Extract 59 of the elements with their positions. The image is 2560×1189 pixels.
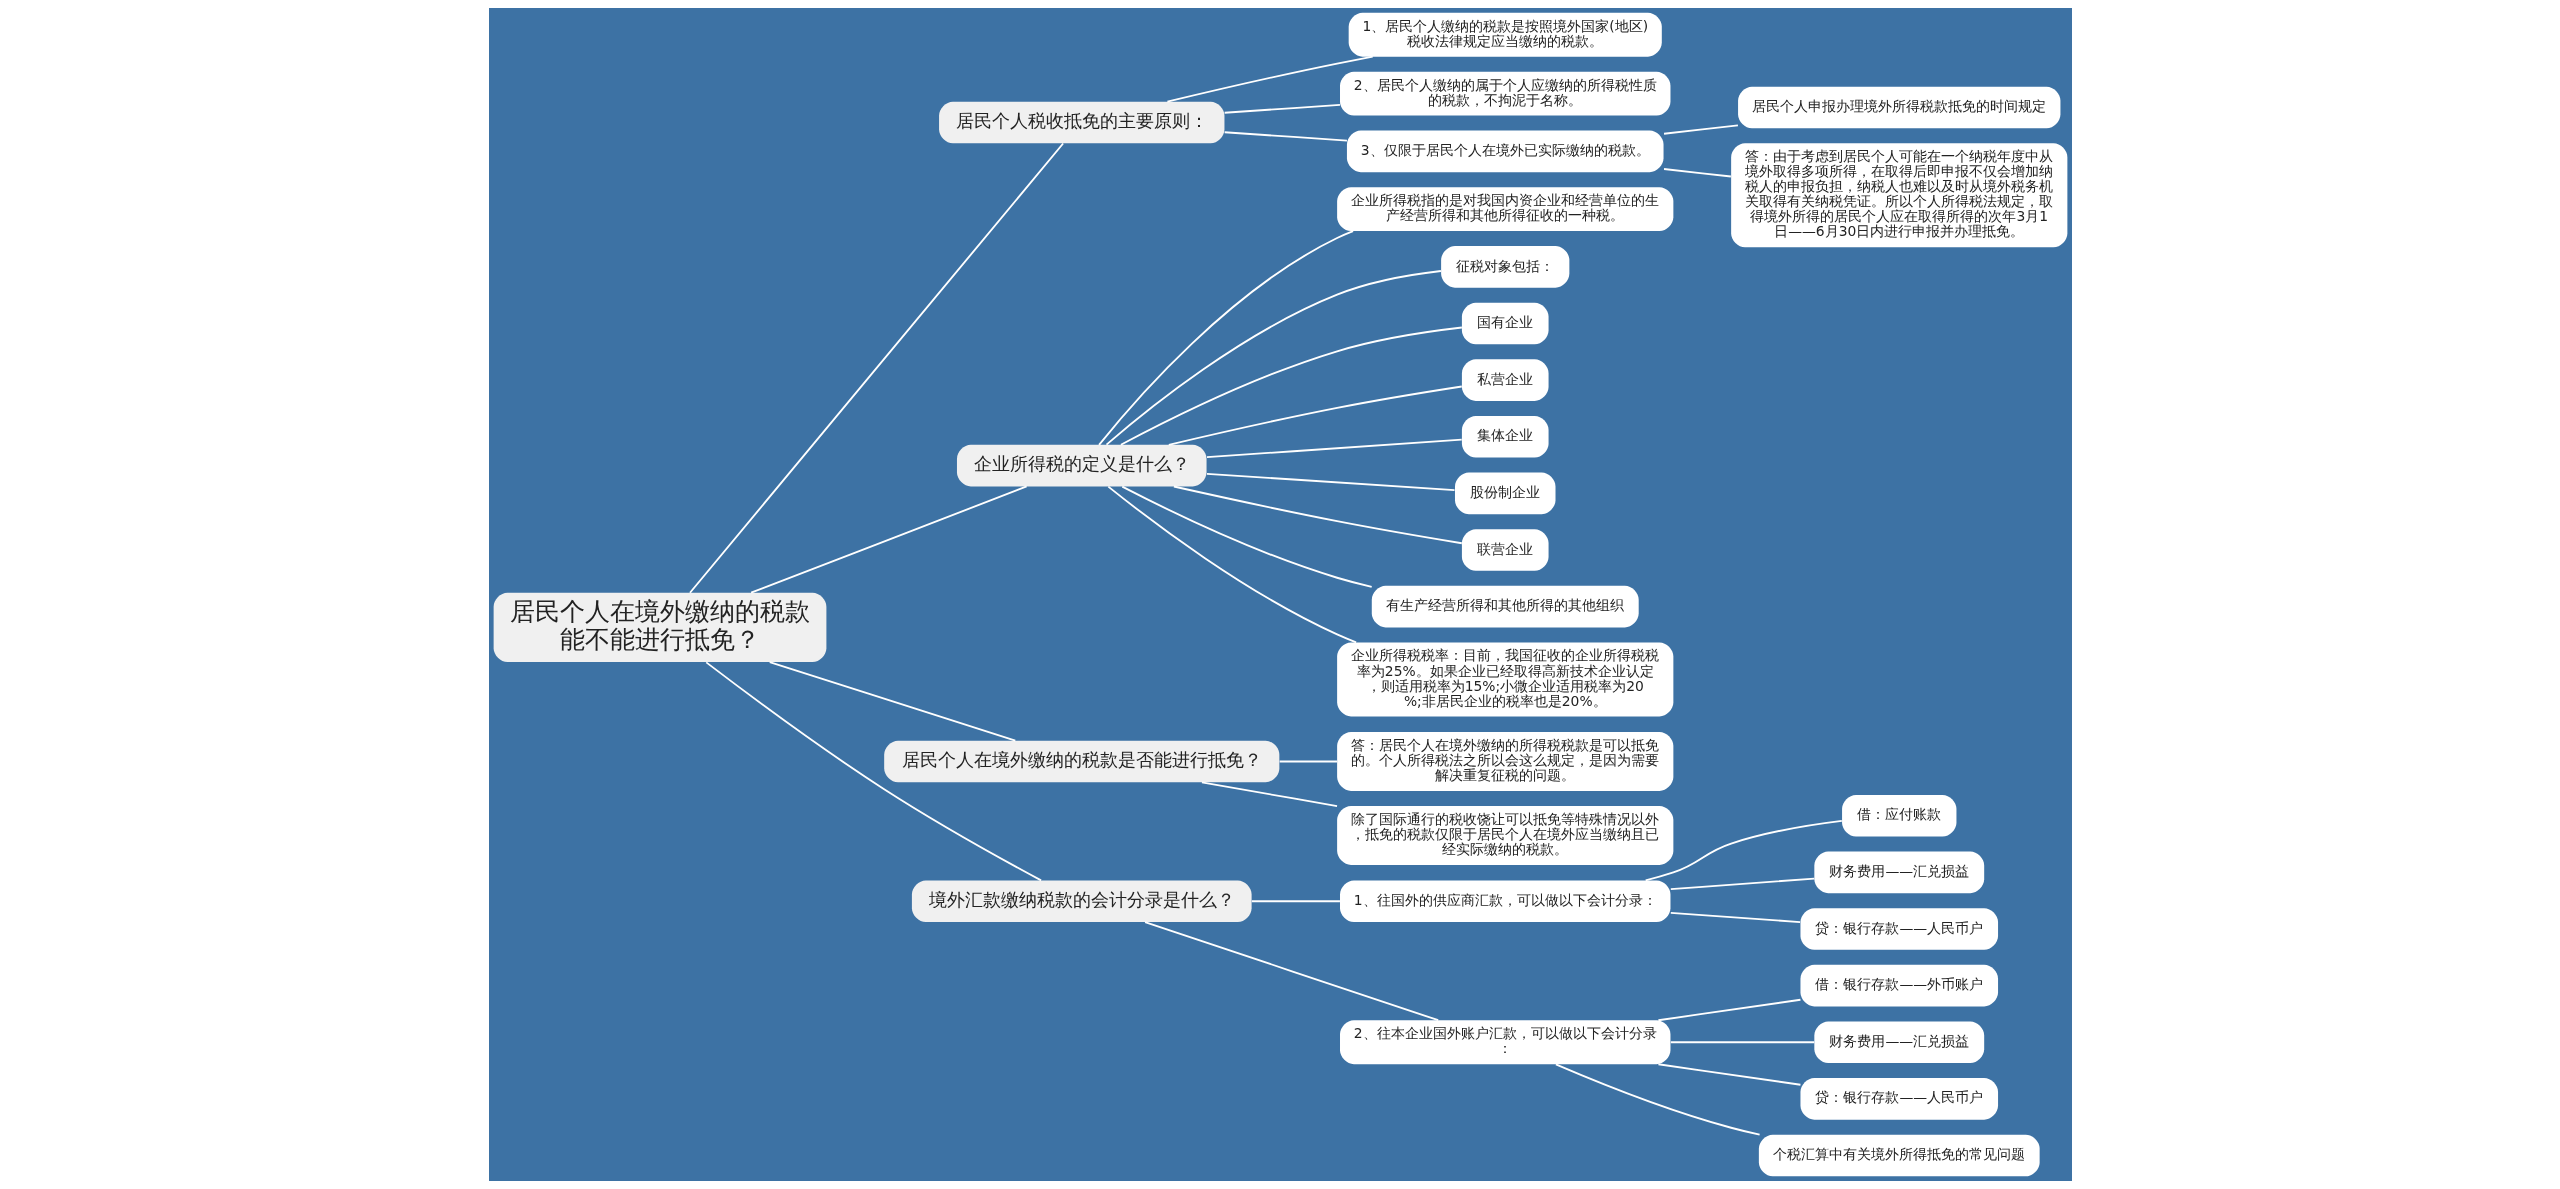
connector [1172, 485, 1463, 545]
node-box: 居民个人申报办理境外所得税款抵免的时间规定 [1737, 86, 2060, 129]
node-box: 1、居民个人缴纳的税款是按照境外国家(地区)税收法律规定应当缴纳的税款。 [1348, 12, 1662, 57]
connector [1200, 781, 1338, 807]
connector [1669, 1041, 1815, 1044]
connector [1097, 230, 1354, 446]
node-box: 企业所得税指的是对我国内资企业和经营单位的生产经营所得和其他所得征收的一种税。 [1336, 187, 1673, 232]
connector [768, 661, 1016, 742]
node-box: 贷：银行存款——人民币户 [1799, 1078, 1998, 1120]
node-box: 集体企业 [1461, 416, 1549, 458]
connector [1223, 103, 1341, 114]
connector [704, 661, 1042, 882]
connector [1250, 900, 1341, 903]
connector [1106, 485, 1357, 644]
node-box: 除了国际通行的税收饶让可以抵免等特殊情况以外，抵免的税款仅限于居民个人在境外应当缴纳且已经实际缴纳的税款。 [1336, 805, 1673, 865]
node-box: 答：居民个人在境外缴纳的所得税税款是可以抵免的。个人所得税法之所以会这么规定，是因为需要解决重复征税的问题。 [1336, 732, 1673, 791]
node-box: 境外汇款缴纳税款的会计分录是什么？ [911, 880, 1252, 923]
node-box: 居民个人在境外缴纳的税款是否能进行抵免？ [883, 740, 1279, 783]
node-box: 居民个人税收抵免的主要原则： [938, 101, 1224, 144]
connector [1205, 438, 1463, 459]
node-box: 答：由于考虑到居民个人可能在一个纳税年度中从境外取得多项所得，在取得后即申报不仅会增加纳税人的申报负担，纳税人也难以及时从境外税务机关取得有关纳税凭证。所以个人所得税法规定，取得境外所得的居民个人应在取得所得的次年3月1日——6月30日内进行申报并办理抵免。 [1730, 143, 2067, 248]
node-box: 有生产经营所得和其他所得的其他组织 [1371, 585, 1639, 628]
connector [1662, 168, 1732, 178]
node-box: 居民个人在境外缴纳的税款能不能进行抵免？ [493, 592, 826, 663]
node-box: 联营企业 [1461, 529, 1549, 571]
connector [1205, 472, 1455, 492]
connector [1120, 485, 1373, 588]
connector [1278, 760, 1338, 763]
node-box: 私营企业 [1461, 359, 1549, 401]
node-box: 企业所得税的定义是什么？ [956, 444, 1207, 487]
node-box: 个税汇算中有关境外所得抵免的常见问题 [1758, 1134, 2040, 1177]
node-box: 1、往国外的供应商汇款，可以做以下会计分录： [1339, 880, 1670, 923]
connector [1669, 912, 1801, 923]
connector [1656, 998, 1801, 1022]
connector [1662, 124, 1739, 135]
connector [1669, 877, 1815, 891]
node-box: 财务费用——汇兑损益 [1813, 1021, 1984, 1064]
node-box: 企业所得税税率：目前，我国征收的企业所得税税率为25%。如果企业已经取得高新技术企业认定，则适用税率为15%;小微企业适用税率为20%;非居民企业的税率也是20%。 [1336, 642, 1673, 717]
connector [688, 142, 1064, 594]
connector [1119, 326, 1463, 446]
connector [1167, 385, 1463, 446]
node-box: 贷：银行存款——人民币户 [1799, 908, 1998, 950]
connector [1105, 270, 1442, 446]
node-box: 股份制企业 [1454, 472, 1555, 515]
connector [1656, 1063, 1801, 1086]
node-box: 国有企业 [1461, 302, 1549, 345]
connector [1554, 1063, 1761, 1136]
connector [1165, 55, 1374, 103]
connector [1223, 131, 1348, 142]
node-box: 借：银行存款——外币账户 [1799, 964, 1998, 1007]
connector [749, 485, 1028, 594]
node-box: 2、居民个人缴纳的属于个人应缴纳的所得税性质的税款，不拘泥于名称。 [1339, 71, 1670, 116]
node-box: 3、仅限于居民个人在境外已实际缴纳的税款。 [1346, 130, 1664, 173]
node-box: 征税对象包括： [1440, 246, 1569, 288]
node-box: 借：应付账款 [1841, 794, 1956, 837]
node-box: 2、往本企业国外账户汇款，可以做以下会计分录： [1339, 1020, 1670, 1065]
node-box: 财务费用——汇兑损益 [1813, 851, 1984, 894]
connector [1644, 819, 1843, 882]
connector [1143, 921, 1439, 1022]
